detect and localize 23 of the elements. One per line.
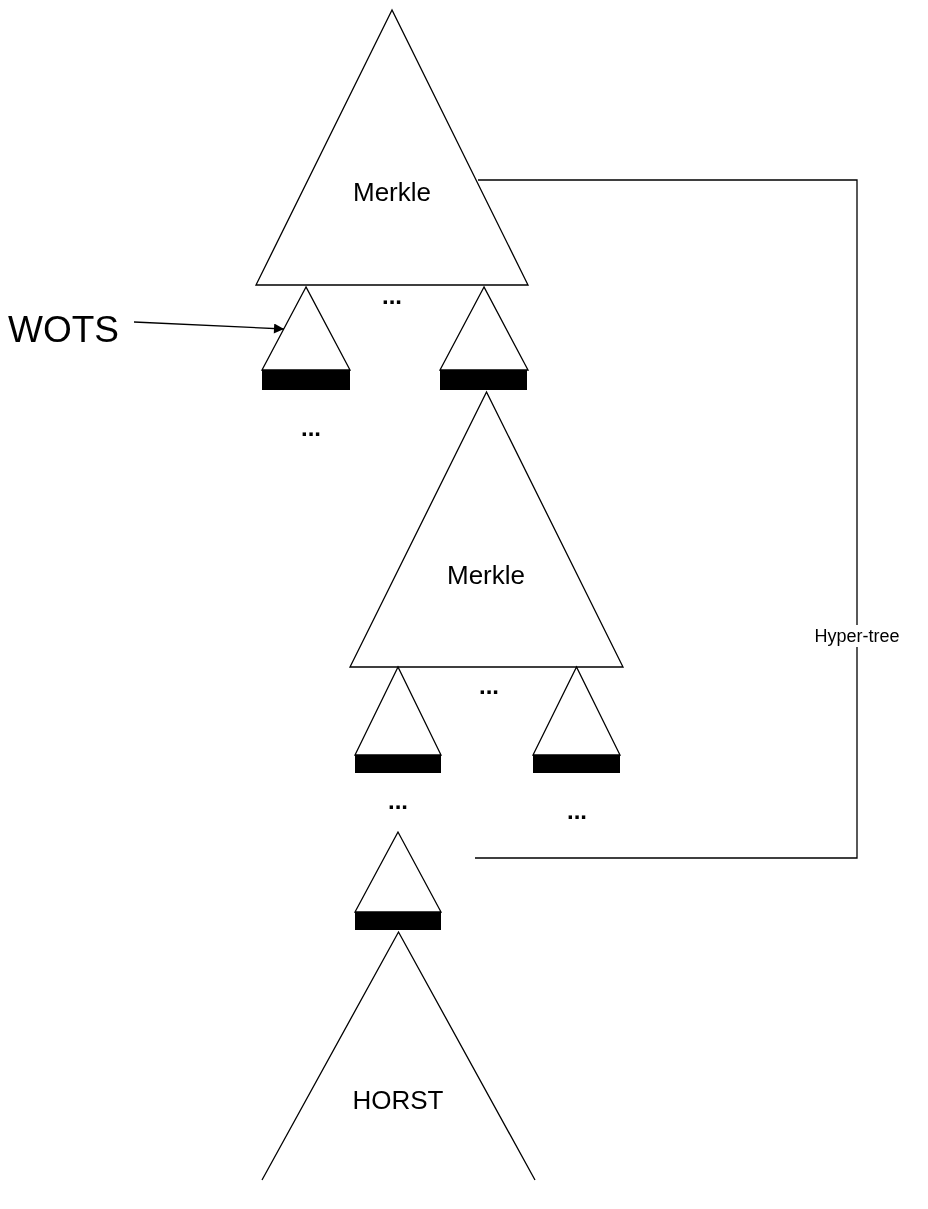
signature-bar bbox=[533, 755, 620, 773]
ellipsis: ... bbox=[382, 284, 402, 308]
tree-name: Merkle bbox=[353, 179, 431, 205]
ellipsis: ... bbox=[301, 416, 321, 440]
tree-name: HORST bbox=[352, 1087, 444, 1113]
ellipsis: ... bbox=[567, 799, 587, 823]
tree-triangle bbox=[256, 10, 528, 285]
bracket-label: Hyper-tree bbox=[814, 625, 900, 647]
signature-bar bbox=[355, 912, 441, 930]
signature-bar bbox=[262, 370, 350, 390]
tree-triangle bbox=[350, 392, 623, 667]
subtree-triangle bbox=[533, 667, 620, 755]
tree-name: Merkle bbox=[447, 562, 525, 588]
label-text: WOTS bbox=[8, 308, 132, 352]
ellipsis: ... bbox=[479, 674, 499, 698]
signature-bar bbox=[440, 370, 527, 390]
ellipsis: ... bbox=[388, 789, 408, 813]
subtree-triangle bbox=[262, 287, 350, 370]
subtree-triangle bbox=[440, 287, 528, 370]
subtree-triangle bbox=[355, 667, 441, 755]
signature-bar bbox=[355, 755, 441, 773]
arrow bbox=[133, 321, 285, 334]
subtree-triangle bbox=[355, 832, 441, 912]
